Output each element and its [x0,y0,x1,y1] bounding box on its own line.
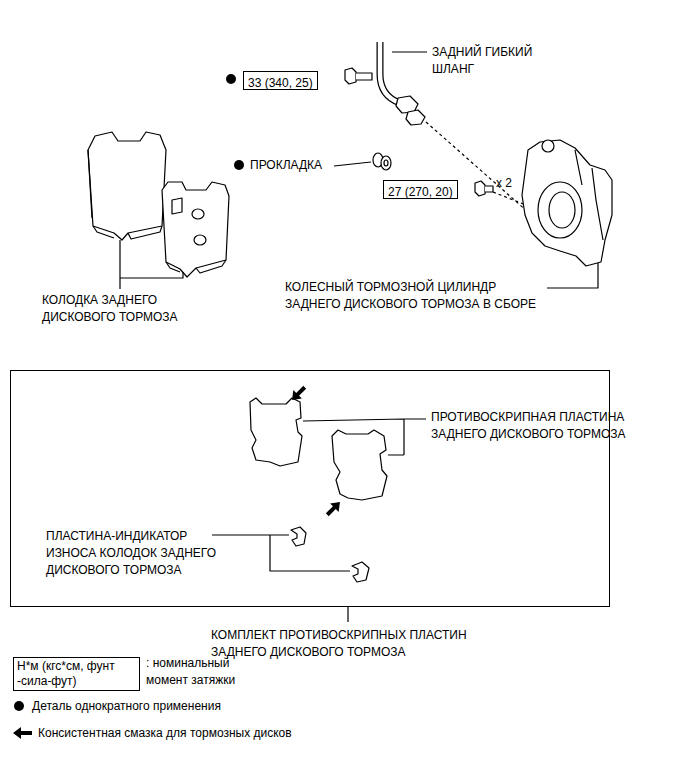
union-bolt [356,73,372,80]
brake-pad [162,182,229,277]
single-use-dot [234,160,244,170]
legend-entry: Деталь однократного применения [32,698,221,715]
cylinder [538,182,582,238]
part-name: ПРОТИВОСКРИПНАЯ ПЛАСТИНА ЗАДНЕГО ДИСКОВО… [431,409,646,443]
torque-box: 33 (340, 25) [243,71,318,90]
leader-line [392,51,427,52]
pad-tab [172,198,182,214]
legend-text: Деталь однократного применения [32,699,221,713]
gasket [384,160,388,166]
part-name: КОЛОДКА ЗАДНЕГО ДИСКОВОГО ТОРМОЗА [42,292,207,326]
hose [380,42,400,103]
quantity: x 2 [496,175,536,192]
hose-nut [406,110,425,125]
leader-line [547,263,598,288]
torque-box: 27 (270, 20) [383,180,458,199]
single-use-dot [226,74,236,84]
caliper [522,140,612,266]
gasket [381,156,391,170]
pad-hole [192,209,204,219]
leader-line [303,419,426,455]
torque-value: 27 (270, 20) [388,185,453,200]
bolt [485,186,493,192]
grease-arrow [288,383,309,404]
anti-squeal-shim [250,398,302,466]
pad-hole [194,235,206,245]
caliper-edge [575,150,603,240]
anti-squeal-shim [332,430,387,500]
wear-indicator [352,562,369,582]
grease-arrow [13,727,32,739]
single-use-dot [14,701,24,711]
part-name: КОЛЕСНЫЙ ТОРМОЗНОЙ ЦИЛИНДР ЗАДНЕГО ДИСКО… [285,279,537,313]
part-name: КОМПЛЕКТ ПРОТИВОСКРИПНЫХ ПЛАСТИН ЗАДНЕГО… [211,627,521,661]
brake-pad [88,132,166,240]
union-bolt [345,68,356,84]
part-name: ПЛАСТИНА-ИНДИКАТОР ИЗНОСА КОЛОДОК ЗАДНЕГ… [46,528,218,579]
leader-line [120,240,183,289]
brake-pad-edge [88,150,162,239]
torque-value: 33 (340, 25) [248,76,313,91]
dashed-line [493,192,526,205]
bleeder [542,140,554,152]
unit-note: Н*м (кгс*см, фунт -сила-фут) [17,659,136,689]
grease-arrow [323,498,344,519]
leader-line [334,162,371,166]
torque-legend-box: Н*м (кгс*см, фунт -сила-фут) [13,657,140,691]
leader-line [347,607,348,622]
shim-kit-box: ПРОТИВОСКРИПНАЯ ПЛАСТИНА ЗАДНЕГО ДИСКОВО… [10,370,610,607]
piston [549,192,575,228]
part-name: ЗАДНИЙ ГИБКИЙ ШЛАНГ [432,44,542,78]
part-name: ПРОКЛАДКА [250,157,340,174]
hose-inner [380,42,400,103]
legend-text: Консистентная смазка для тормозных диско… [38,726,292,740]
bolt [475,181,485,196]
brake-pad-edge [166,260,226,273]
legend-entry: Консистентная смазка для тормозных диско… [38,725,292,742]
leader-line [212,535,350,571]
wear-indicator [291,527,306,546]
legend-note: : номинальный момент затяжки [146,655,256,689]
